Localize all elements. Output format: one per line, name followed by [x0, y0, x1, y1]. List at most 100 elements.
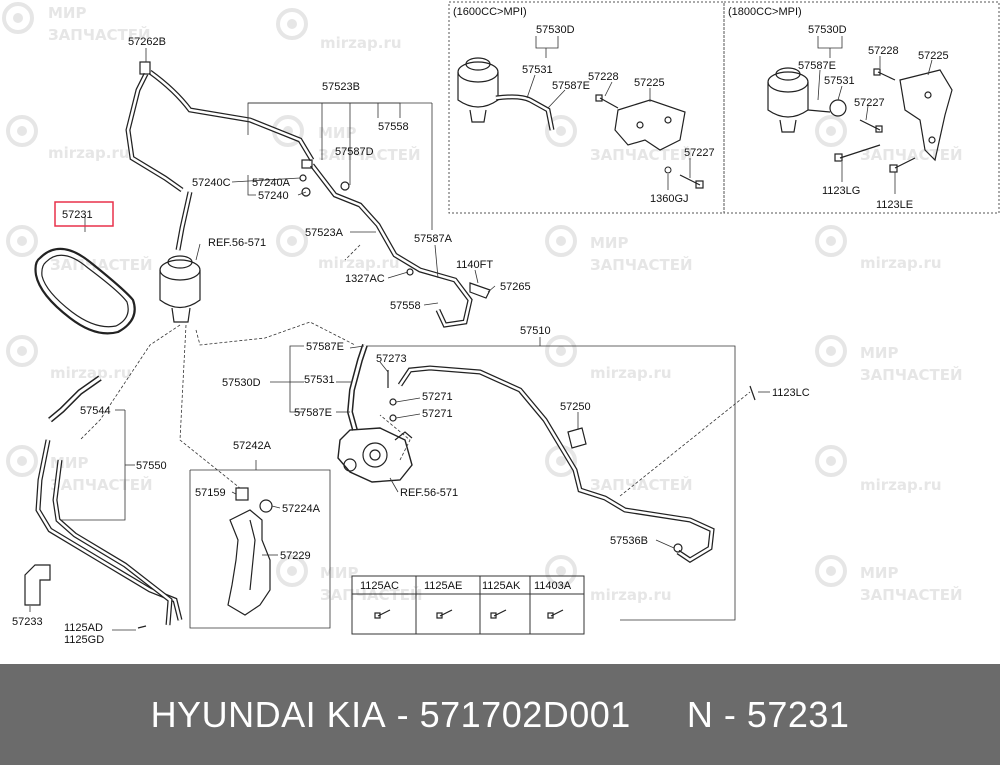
bracket-57233-icon [24, 564, 51, 606]
reservoir-icon [159, 255, 201, 323]
watermark-logo-icon [6, 225, 38, 257]
label-ref-56-571-bottom: REF.56-571 [400, 487, 458, 499]
watermark-line2: ЗАПЧАСТЕЙ [48, 25, 151, 44]
label-57587A: 57587A [414, 233, 453, 245]
watermark-site: mirzap.ru [590, 364, 672, 382]
bolt-1123LC-icon [749, 385, 756, 401]
label-57587D: 57587D [335, 146, 374, 158]
watermark-layer: МИР ЗАПЧАСТЕЙ mirzap.ru mirzap.ru МИР ЗА… [2, 2, 963, 604]
oring-57240A-icon [299, 174, 307, 182]
watermark-site: mirzap.ru [860, 254, 942, 272]
bolt-table-header-3: 1125AK [482, 580, 521, 592]
label-1125GD: 1125GD [64, 634, 104, 646]
highlight-box-57231 [54, 201, 114, 227]
bracket-57265-icon [469, 282, 491, 299]
label-57240: 57240 [258, 190, 289, 202]
watermark-logo-icon [545, 335, 577, 367]
part-labels: 57262B 57523B 57558 57587D 57240C 57240A… [12, 36, 810, 646]
bolt-table-header-4: 11403A [534, 580, 572, 592]
label-57240A: 57240A [252, 177, 291, 189]
clamp-1800-icon [807, 99, 847, 117]
label-57544: 57544 [80, 405, 111, 417]
label-i1-57225: 57225 [634, 77, 665, 89]
bolt-1800-57227-icon [859, 119, 883, 133]
bolt-1123LE-icon [889, 157, 916, 173]
watermark-logo-icon [276, 225, 308, 257]
label-57530D: 57530D [222, 377, 261, 389]
label-i1-57531: 57531 [522, 64, 553, 76]
label-57240C: 57240C [192, 177, 231, 189]
watermark-site: mirzap.ru [320, 34, 402, 52]
label-57523B: 57523B [322, 81, 360, 93]
inset-title-1600cc: (1600CC>MPI) [453, 6, 527, 18]
label-57587E-top: 57587E [306, 341, 344, 353]
label-57233: 57233 [12, 616, 43, 628]
bracket-1600-icon [614, 99, 686, 151]
oem-part-number: 571702D001 [419, 694, 631, 735]
bolt-1125AE-icon [436, 609, 453, 619]
watermark-line2: ЗАПЧАСТЕЙ [590, 255, 693, 274]
watermark-line2: ЗАПЧАСТЕЙ [590, 475, 693, 494]
main-line-art [24, 61, 756, 629]
label-i2-57531: 57531 [824, 75, 855, 87]
bracket-57229-icon [227, 509, 271, 616]
watermark-logo-icon [6, 445, 38, 477]
watermark-logo-icon [815, 335, 847, 367]
bolt-57228-icon [595, 94, 619, 109]
label-i2-57587E: 57587E [798, 60, 836, 72]
watermark-logo-icon [545, 555, 577, 587]
label-i1-1360GJ: 1360GJ [650, 193, 689, 205]
label-57523A: 57523A [305, 227, 344, 239]
label-i1-57227: 57227 [684, 147, 715, 159]
watermark-line1: МИР [590, 234, 628, 252]
label-57229: 57229 [280, 550, 311, 562]
inset-1800cc: (1800CC>MPI) [723, 1, 1000, 214]
separator-1: - [386, 694, 420, 735]
label-57271-top: 57271 [422, 391, 453, 403]
label-i2-57228: 57228 [868, 45, 899, 57]
label-57550: 57550 [136, 460, 167, 472]
label-57531: 57531 [304, 374, 335, 386]
label-57231: 57231 [62, 209, 93, 221]
bolt-1125AK-icon [490, 609, 507, 619]
clamp-57250-icon [567, 427, 587, 449]
label-i2-57530D: 57530D [808, 24, 847, 36]
watermark-line2: ЗАПЧАСТЕЙ [860, 145, 963, 164]
watermark-site: mirzap.ru [50, 364, 132, 382]
separator-2: - [713, 694, 747, 735]
reservoir-1600-icon [457, 57, 499, 123]
connector-57587D-icon [301, 159, 313, 169]
label-1140FT: 1140FT [456, 259, 493, 271]
label-57242A: 57242A [233, 440, 272, 452]
watermark-line2: ЗАПЧАСТЕЙ [318, 145, 421, 164]
watermark-line2: ЗАПЧАСТЕЙ [860, 585, 963, 604]
label-i2-57225: 57225 [918, 50, 949, 62]
watermark-line1: МИР [48, 4, 86, 22]
watermark-site: mirzap.ru [48, 144, 130, 162]
label-1123LC: 1123LC [772, 387, 810, 399]
power-steering-pump-icon [337, 427, 413, 483]
cooler-tube-57550-icon [35, 439, 183, 626]
n-prefix: N [686, 694, 714, 735]
watermark-site: mirzap.ru [318, 254, 400, 272]
pressure-hose-57523A-icon [310, 163, 473, 328]
watermark-line2: ЗАПЧАСТЕЙ [860, 365, 963, 384]
bolt-table-header-1: 1125AC [360, 580, 399, 592]
drive-belt-57231-icon [34, 247, 136, 335]
label-i1-57587E: 57587E [552, 80, 590, 92]
watermark-line1: МИР [860, 344, 898, 362]
watermark-line1: МИР [860, 564, 898, 582]
label-57510: 57510 [520, 325, 551, 337]
brand-name: HYUNDAI KIA [150, 694, 387, 735]
watermark-line1: МИР [50, 454, 88, 472]
watermark-line1: МИР [318, 124, 356, 142]
label-57262B: 57262B [128, 36, 166, 48]
bolt-1800-57228-icon [873, 68, 896, 81]
label-57558-top: 57558 [378, 121, 409, 133]
watermark-logo-icon [545, 225, 577, 257]
label-1327AC: 1327AC [345, 273, 385, 285]
reservoir-1800-icon [767, 67, 809, 133]
